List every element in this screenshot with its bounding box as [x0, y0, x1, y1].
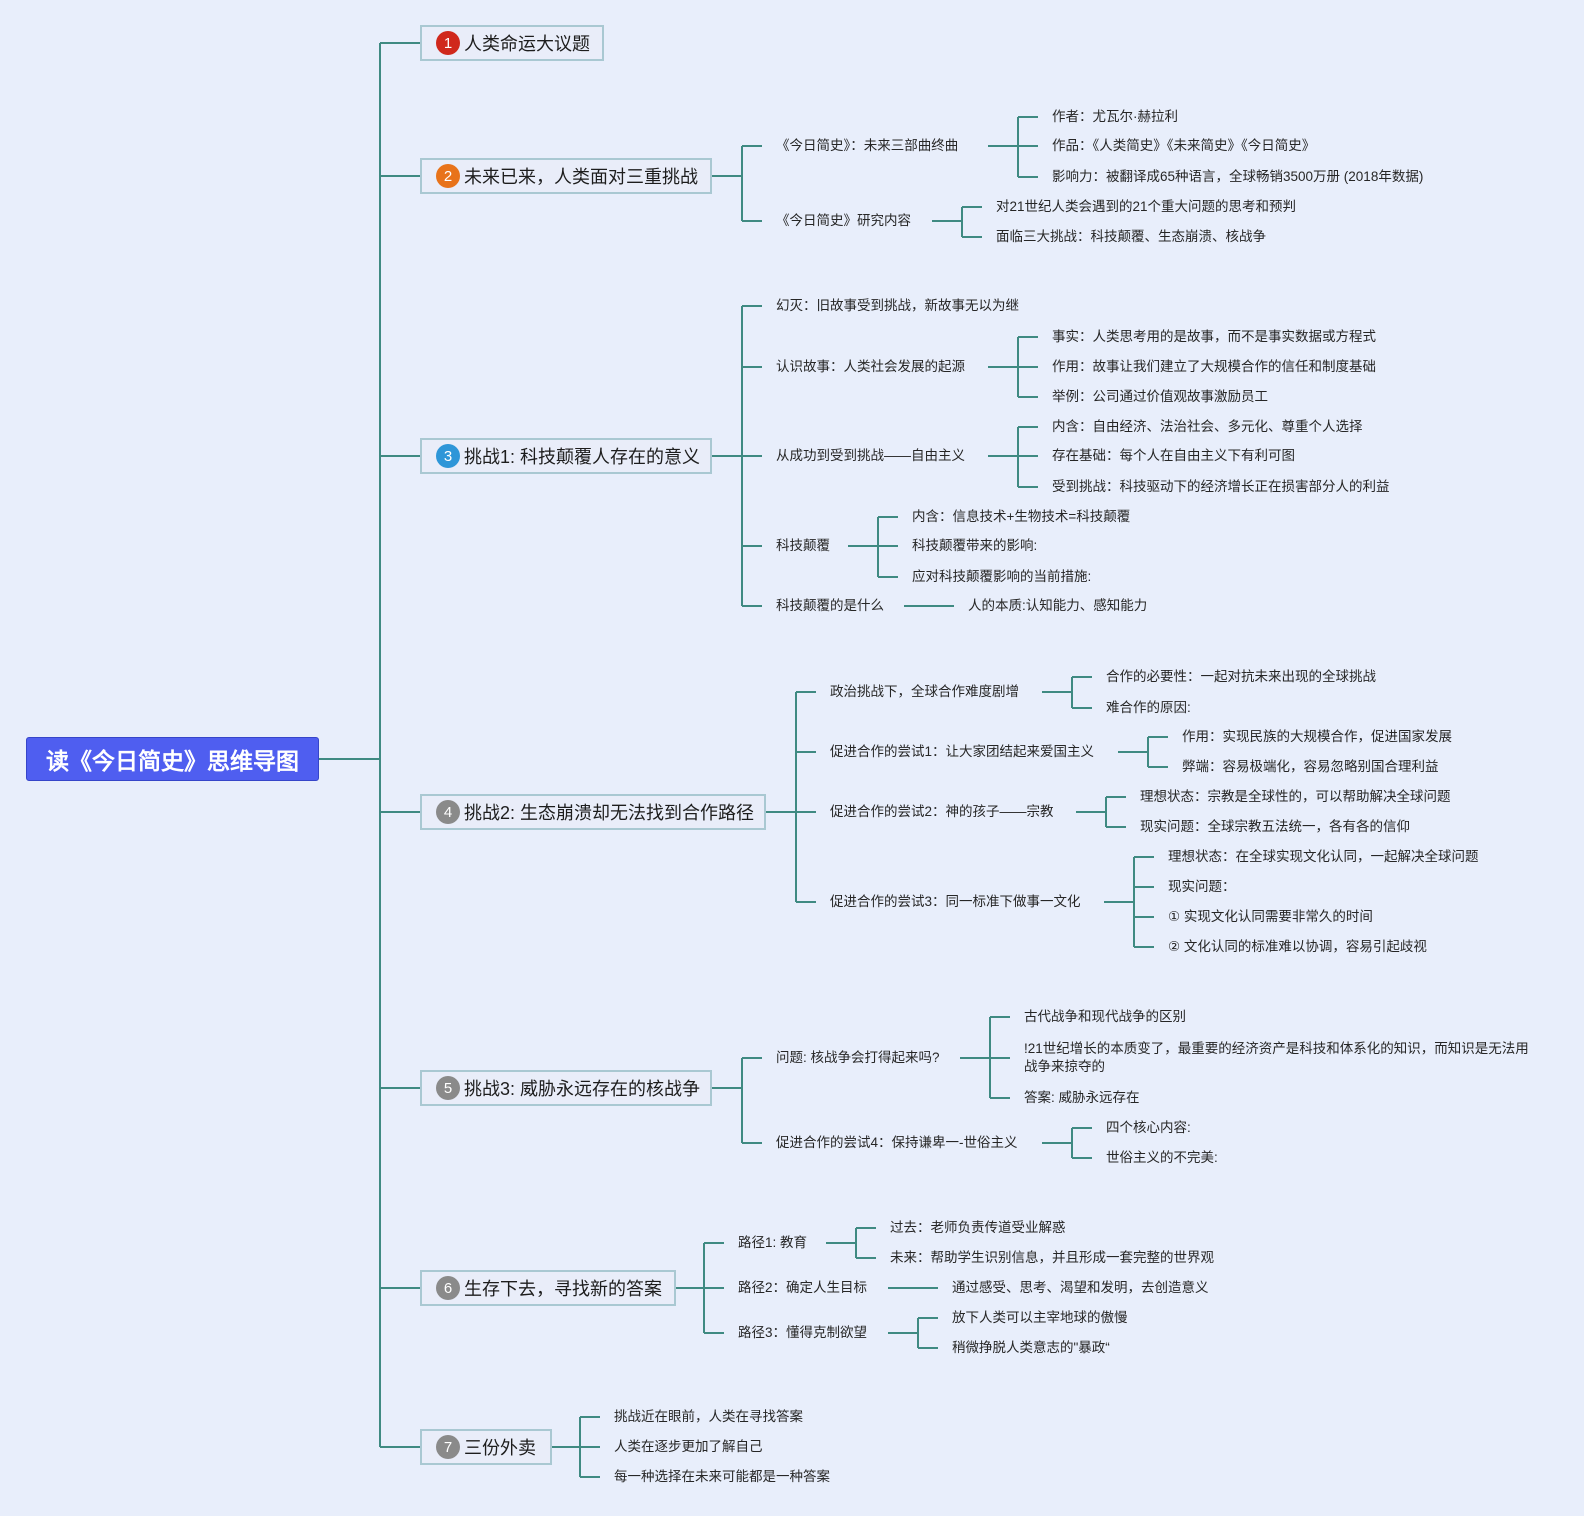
number-badge-icon: 5: [436, 1076, 460, 1100]
leaf-topic[interactable]: 作用：故事让我们建立了大规模合作的信任和制度基础: [1052, 359, 1376, 374]
leaf-topic[interactable]: 应对科技颠覆影响的当前措施:: [912, 569, 1092, 584]
branch-label: 挑战3: 威胁永远存在的核战争: [464, 1079, 701, 1099]
subtopic[interactable]: 路径1: 教育: [738, 1235, 808, 1250]
leaf-topic[interactable]: 影响力：被翻译成65种语言，全球畅销3500万册 (2018年数据): [1052, 169, 1424, 184]
leaf-topic[interactable]: 作用：实现民族的大规模合作，促进国家发展: [1182, 729, 1452, 744]
leaf-topic[interactable]: 四个核心内容:: [1106, 1120, 1191, 1135]
subtopic[interactable]: 科技颠覆的是什么: [776, 598, 884, 613]
branch-topic-6[interactable]: 6 生存下去，寻找新的答案: [420, 1270, 676, 1306]
leaf-topic[interactable]: 对21世纪人类会遇到的21个重大问题的思考和预判: [996, 199, 1297, 214]
leaf-topic[interactable]: 理想状态：在全球实现文化认同，一起解决全球问题: [1168, 849, 1479, 864]
leaf-topic[interactable]: 每一种选择在未来可能都是一种答案: [614, 1469, 830, 1484]
number-badge-icon: 4: [436, 800, 460, 824]
root-topic[interactable]: 读《今日简史》思维导图: [26, 737, 319, 781]
leaf-topic[interactable]: 内含：自由经济、法治社会、多元化、尊重个人选择: [1052, 419, 1363, 434]
leaf-topic[interactable]: 作者：尤瓦尔·赫拉利: [1052, 109, 1178, 124]
leaf-topic[interactable]: 存在基础：每个人在自由主义下有利可图: [1052, 448, 1295, 463]
subtopic[interactable]: 路径3：懂得克制欲望: [738, 1325, 868, 1340]
number-badge-icon: 3: [436, 444, 460, 468]
branch-label: 三份外卖: [464, 1438, 536, 1458]
leaf-topic[interactable]: 世俗主义的不完美:: [1106, 1150, 1218, 1165]
leaf-topic[interactable]: 挑战近在眼前，人类在寻找答案: [614, 1409, 803, 1424]
subtopic[interactable]: 政治挑战下，全球合作难度剧增: [830, 684, 1019, 699]
leaf-topic[interactable]: 人类在逐步更加了解自己: [614, 1439, 763, 1454]
number-badge-icon: 2: [436, 164, 460, 188]
subtopic[interactable]: 《今日简史》：未来三部曲终曲: [776, 138, 959, 153]
branch-label: 生存下去，寻找新的答案: [464, 1279, 662, 1299]
subtopic[interactable]: 从成功到受到挑战——自由主义: [776, 448, 965, 463]
subtopic[interactable]: 认识故事：人类社会发展的起源: [776, 359, 965, 374]
subtopic[interactable]: 问题: 核战争会打得起来吗?: [776, 1050, 940, 1065]
subtopic[interactable]: 幻灭：旧故事受到挑战，新故事无以为继: [776, 298, 1019, 313]
leaf-topic[interactable]: 内含：信息技术+生物技术=科技颠覆: [912, 509, 1131, 524]
subtopic[interactable]: 《今日简史》研究内容: [776, 213, 911, 228]
branch-topic-1[interactable]: 1 人类命运大议题: [420, 25, 604, 61]
leaf-topic[interactable]: 合作的必要性：一起对抗未来出现的全球挑战: [1106, 669, 1376, 684]
leaf-topic[interactable]: 难合作的原因:: [1106, 700, 1191, 715]
branch-topic-5[interactable]: 5 挑战3: 威胁永远存在的核战争: [420, 1070, 712, 1106]
leaf-topic[interactable]: 面临三大挑战：科技颠覆、生态崩溃、核战争: [996, 229, 1266, 244]
leaf-topic[interactable]: 过去：老师负责传道受业解惑: [890, 1220, 1066, 1235]
number-badge-icon: 6: [436, 1276, 460, 1300]
branch-label: 未来已来，人类面对三重挑战: [464, 167, 698, 187]
subtopic[interactable]: 促进合作的尝试2：神的孩子——宗教: [830, 804, 1054, 819]
leaf-topic[interactable]: 古代战争和现代战争的区别: [1024, 1009, 1186, 1024]
subtopic[interactable]: 促进合作的尝试1：让大家团结起来爱国主义: [830, 744, 1095, 759]
leaf-topic[interactable]: 答案: 威胁永远存在: [1024, 1090, 1140, 1105]
leaf-topic[interactable]: 通过感受、思考、渴望和发明，去创造意义: [952, 1280, 1209, 1295]
subtopic[interactable]: 路径2：确定人生目标: [738, 1280, 868, 1295]
leaf-topic[interactable]: 受到挑战：科技驱动下的经济增长正在损害部分人的利益: [1052, 479, 1390, 494]
branch-topic-3[interactable]: 3 挑战1: 科技颠覆人存在的意义: [420, 438, 712, 474]
leaf-topic[interactable]: 作品：《人类简史》《未来简史》《今日简史》: [1052, 138, 1316, 153]
subtopic[interactable]: 促进合作的尝试4：保持谦卑一-世俗主义: [776, 1135, 1018, 1150]
branch-topic-7[interactable]: 7 三份外卖: [420, 1429, 552, 1465]
leaf-topic[interactable]: 举例：公司通过价值观故事激励员工: [1052, 389, 1268, 404]
leaf-topic[interactable]: 现实问题：: [1168, 879, 1236, 894]
leaf-topic[interactable]: 稍微挣脱人类意志的"暴政“: [952, 1340, 1110, 1355]
leaf-topic[interactable]: 放下人类可以主宰地球的傲慢: [952, 1310, 1128, 1325]
branch-topic-2[interactable]: 2 未来已来，人类面对三重挑战: [420, 158, 712, 194]
leaf-topic[interactable]: 现实问题：全球宗教五法统一，各有各的信仰: [1140, 819, 1410, 834]
leaf-topic[interactable]: !21世纪增长的本质变了，最重要的经济资产是科技和体系化的知识，而知识是无法用战…: [1024, 1041, 1529, 1074]
leaf-topic[interactable]: 事实：人类思考用的是故事，而不是事实数据或方程式: [1052, 329, 1376, 344]
leaf-topic[interactable]: 人的本质:认知能力、感知能力: [968, 598, 1148, 613]
branch-topic-4[interactable]: 4 挑战2: 生态崩溃却无法找到合作路径: [420, 794, 766, 830]
leaf-topic[interactable]: ② 文化认同的标准难以协调，容易引起歧视: [1168, 939, 1427, 954]
leaf-topic[interactable]: 弊端：容易极端化，容易忽略别国合理利益: [1182, 759, 1439, 774]
leaf-topic[interactable]: 理想状态：宗教是全球性的，可以帮助解决全球问题: [1140, 789, 1451, 804]
subtopic[interactable]: 科技颠覆: [776, 538, 830, 553]
branch-label: 挑战2: 生态崩溃却无法找到合作路径: [464, 803, 755, 823]
branch-label: 挑战1: 科技颠覆人存在的意义: [464, 447, 701, 467]
subtopic[interactable]: 促进合作的尝试3：同一标准下做事一文化: [830, 894, 1081, 909]
branch-label: 人类命运大议题: [464, 34, 590, 54]
number-badge-icon: 1: [436, 31, 460, 55]
leaf-topic[interactable]: 科技颠覆带来的影响:: [912, 538, 1038, 553]
leaf-topic[interactable]: 未来：帮助学生识别信息，并且形成一套完整的世界观: [890, 1250, 1214, 1265]
leaf-topic[interactable]: ① 实现文化认同需要非常久的时间: [1168, 909, 1373, 924]
number-badge-icon: 7: [436, 1435, 460, 1459]
